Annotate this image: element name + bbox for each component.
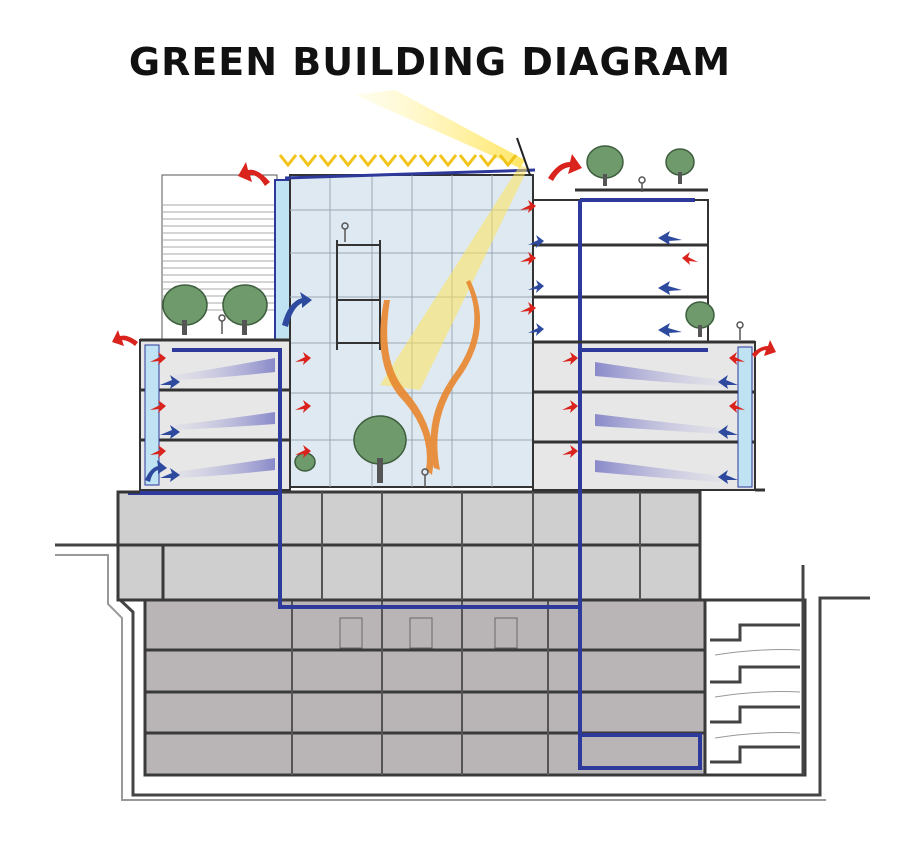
cool-air-arrow-icon [718,375,738,389]
tree-icon [665,148,695,184]
warm-air-arrow-icon [295,400,311,413]
roof-terraces [118,338,765,494]
cool-air-arrows [145,231,738,484]
person-icon [341,222,349,242]
heat-stack-icon [380,280,481,475]
warm-air-arrow-icon [150,400,166,413]
tree-icon [222,284,268,335]
warm-air-arrow-icon [729,352,745,365]
warm-air-arrow-icon [150,445,166,458]
cool-air-arrow-icon [658,231,682,245]
ventilation-duct [128,198,708,770]
tree-icon [353,415,407,483]
warm-air-arrow-icon [238,162,270,186]
warm-air-arrow-icon [520,200,536,213]
cool-air-arrow-icon [718,425,738,439]
cool-air-arrow-icon [160,375,180,389]
cool-air-arrow-icon [718,470,738,484]
trees [162,145,715,483]
warm-air-arrow-icon [562,400,578,413]
cool-air-arrow-icon [160,425,180,439]
person-icon [218,314,226,334]
cool-air-arrow-icon [528,280,544,293]
warm-air-arrow-icon [112,330,138,346]
sun-rays [355,90,531,390]
warm-air-arrow-icon [752,340,776,358]
basement-levels [143,598,707,777]
parking-ramp [703,565,807,777]
person-icon [638,176,646,192]
right-wing [532,188,756,491]
warm-air-arrow-icon [562,445,578,458]
left-wing [139,339,291,491]
warm-air-arrow-icon [729,400,745,413]
warm-air-arrow-icon [682,252,698,265]
tree-icon [685,301,715,337]
cool-air-arrow-icon [160,468,180,482]
people [218,176,744,487]
person-icon [421,468,429,487]
warm-air-arrow-icon [562,352,578,365]
cool-air-arrow-icon [282,292,312,327]
cool-air-arrow-icon [658,281,682,295]
cool-air-arrow-icon [528,323,544,336]
warm-air-arrow-icon [295,352,311,365]
warm-air-arrow-icon [520,302,536,315]
cool-air-arrow-icon [658,323,682,337]
cool-air-arrow-icon [528,235,544,248]
warm-air-arrow-icon [150,352,166,365]
tree-icon [586,145,624,186]
diagram-title: GREEN BUILDING DIAGRAM [128,40,732,84]
warm-air-arrows [112,154,776,458]
podium-levels [116,490,702,602]
tree-icon [162,284,208,335]
person-icon [736,321,744,340]
cool-air-arrow-icon [145,460,167,482]
warm-air-arrow-icon [295,445,311,458]
warm-air-arrow-icon [520,252,536,265]
warm-air-arrow-icon [548,154,582,181]
sun-ray-icon [278,154,518,168]
